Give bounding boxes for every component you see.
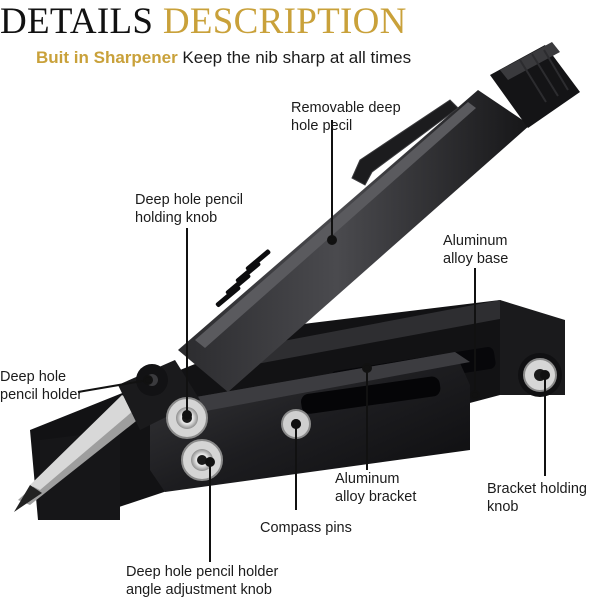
label-aluminum-bracket: Aluminum alloy bracket xyxy=(335,471,417,505)
label-angle-knob: Deep hole pencil holder angle adjustment… xyxy=(126,564,279,598)
subtitle-highlight: Buit in Sharpener xyxy=(36,48,178,67)
label-aluminum-base: Aluminum alloy base xyxy=(443,233,509,267)
sharpener-cap xyxy=(490,42,580,128)
page-title: DETAILS DESCRIPTION xyxy=(0,1,600,42)
removable-deep-hole-pencil xyxy=(178,42,580,392)
subtitle: Buit in Sharpener Keep the nib sharp at … xyxy=(36,48,411,68)
label-pencil-holder: Deep hole pencil holder xyxy=(0,369,83,403)
title-part-description: DESCRIPTION xyxy=(162,1,407,42)
pencil-tip xyxy=(14,395,150,512)
label-removable-pencil: Removable deep hole pecil xyxy=(291,100,401,134)
subtitle-text: Keep the nib sharp at all times xyxy=(182,48,412,67)
title-part-details: DETAILS xyxy=(0,1,154,42)
label-holding-knob: Deep hole pencil holding knob xyxy=(135,192,244,226)
callout-lines xyxy=(77,120,550,562)
angle-adjustment-knob xyxy=(181,439,223,481)
label-bracket-knob: Bracket holding knob xyxy=(487,481,587,515)
label-compass-pins: Compass pins xyxy=(260,520,352,536)
